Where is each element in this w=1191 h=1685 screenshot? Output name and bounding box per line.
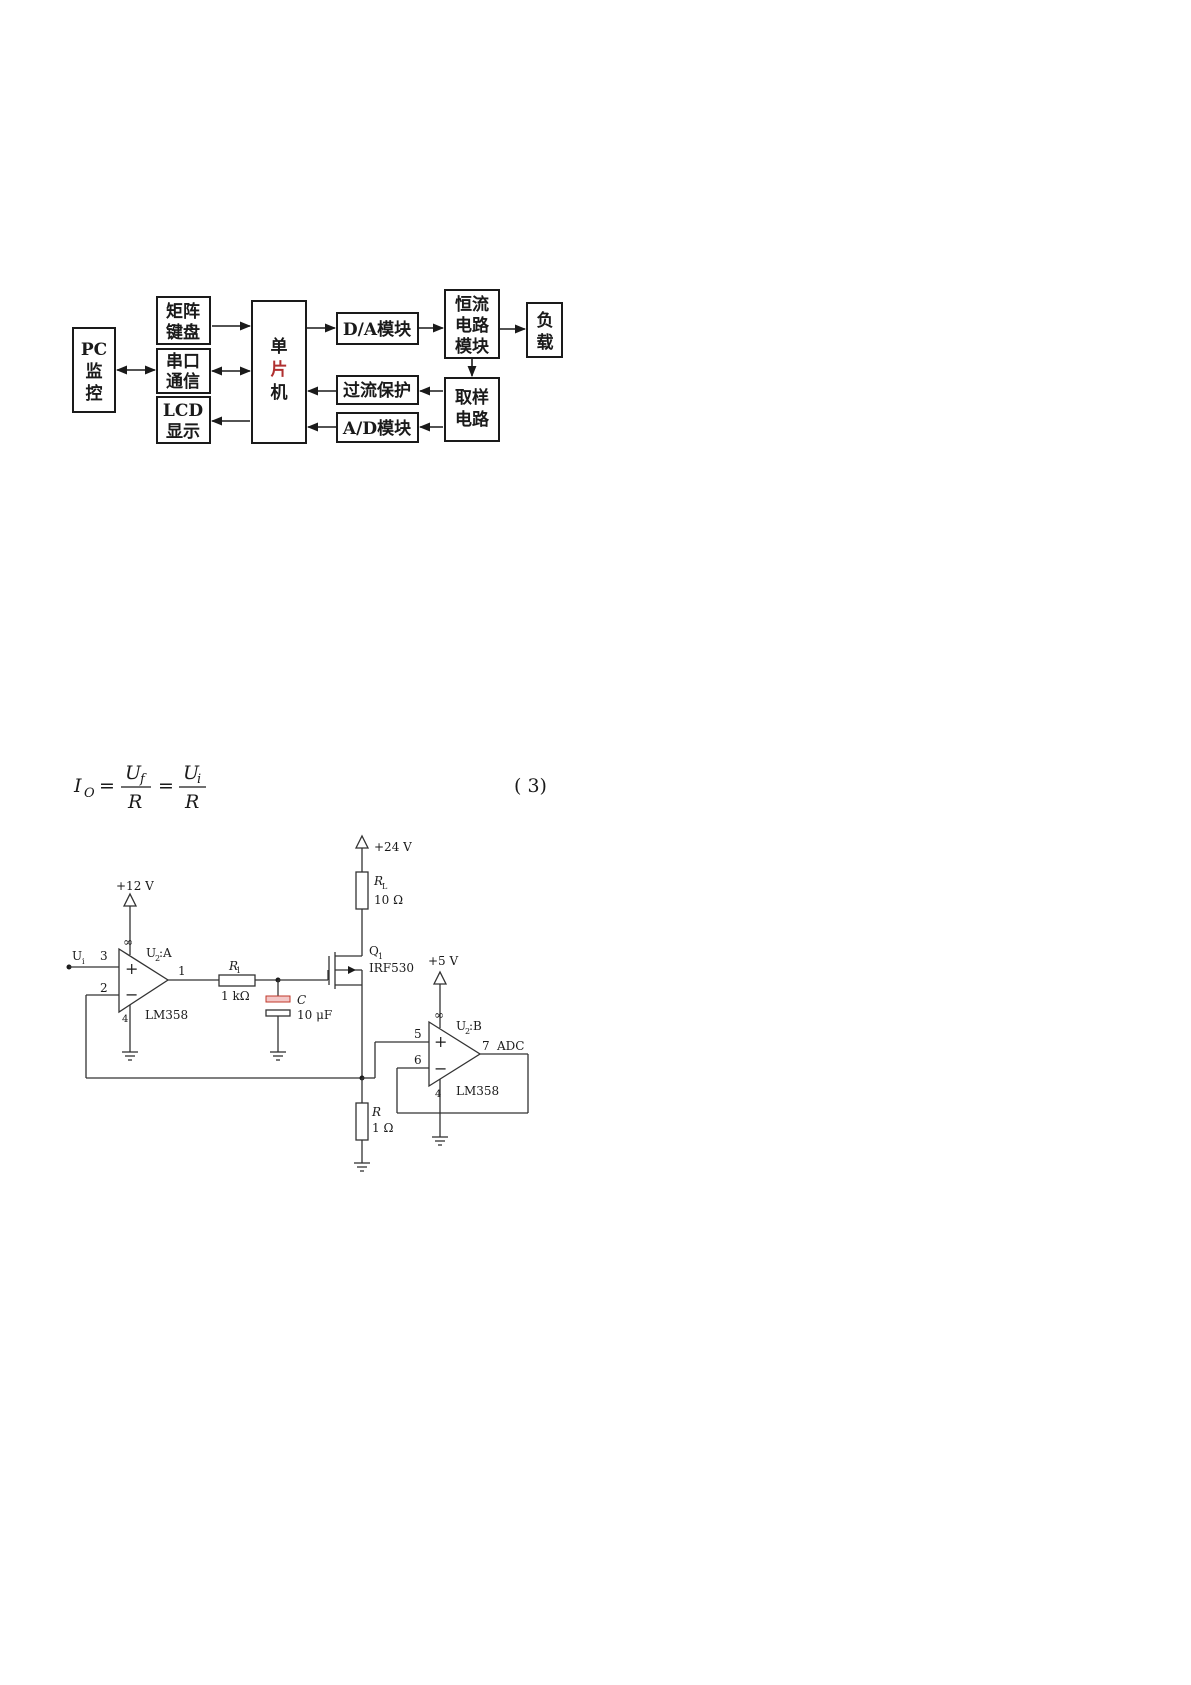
q1-part: IRF530 (369, 961, 414, 975)
adc-label: ADC (496, 1039, 524, 1053)
u2a-part: LM358 (145, 1008, 188, 1022)
constant-current-schematic: +24 V R L 10 Ω Q 1 IRF530 +12 V + − ∞ 4 … (0, 0, 1104, 1568)
u2a-rest: :A (159, 946, 172, 960)
r-sense-value: 1 Ω (372, 1121, 393, 1135)
ui-name: U (72, 949, 82, 963)
c-value: 10 μF (297, 1008, 332, 1022)
supply-5v-label: +5 V (428, 954, 459, 968)
resistor-r-sense: R 1 Ω (354, 1078, 393, 1171)
pin-6: 6 (414, 1053, 422, 1067)
ui-sub: i (82, 957, 85, 966)
pin-7: 7 (482, 1039, 490, 1053)
supply-12v-label: +12 V (116, 879, 154, 893)
opamp-a-inf: ∞ (123, 935, 133, 949)
c-name: C (297, 993, 306, 1007)
pin-5: 5 (414, 1027, 422, 1041)
opamp-b-inf: ∞ (434, 1008, 444, 1022)
pin-3: 3 (100, 949, 108, 963)
u2b-rest: :B (469, 1019, 482, 1033)
q1-sub: 1 (378, 952, 383, 961)
opamp-a-pin4: 4 (122, 1014, 128, 1025)
r1-value: 1 kΩ (221, 989, 250, 1003)
mosfet-q1: Q 1 IRF530 (329, 944, 414, 1078)
resistor-rl: R L 10 Ω (356, 872, 403, 950)
r1-sub: 1 (236, 966, 241, 975)
rl-value: 10 Ω (374, 893, 403, 907)
opamp-b-minus: − (434, 1059, 447, 1078)
u2b-part: LM358 (456, 1084, 499, 1098)
pin-2: 2 (100, 981, 108, 995)
opamp-a-minus: − (125, 985, 138, 1004)
pin-1: 1 (178, 964, 186, 978)
supply-24v-label: +24 V (374, 840, 412, 854)
supply-24v: +24 V (356, 836, 412, 872)
opamp-b-plus: + (434, 1032, 447, 1051)
rl-sub: L (382, 882, 388, 891)
supply-12v: +12 V (116, 879, 154, 955)
opamp-a-plus: + (125, 959, 138, 978)
capacitor-c: C 10 μF (266, 970, 332, 1060)
r-sense-name: R (371, 1105, 381, 1119)
